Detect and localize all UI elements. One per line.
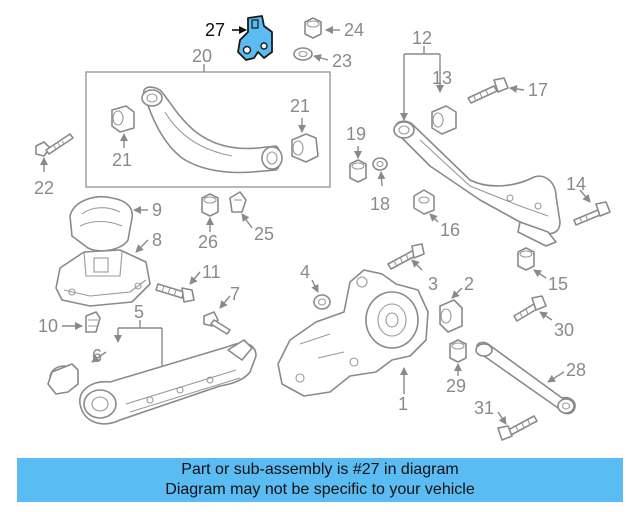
callout-25[interactable]: 25	[254, 224, 274, 244]
callout-30[interactable]: 30	[554, 320, 574, 340]
part-30-bolt[interactable]	[513, 295, 547, 322]
callout-24[interactable]: 24	[344, 20, 364, 40]
callout-2[interactable]: 2	[464, 274, 474, 294]
part-21-bushing-right[interactable]	[291, 133, 319, 163]
banner-line-2: Diagram may not be specific to your vehi…	[165, 481, 475, 498]
part-25-clip[interactable]	[229, 191, 247, 213]
part-23-washer[interactable]	[293, 47, 313, 61]
part-8-mount[interactable]	[55, 249, 151, 307]
part-4-washer[interactable]	[313, 294, 331, 310]
callout-5[interactable]: 5	[134, 302, 144, 322]
callout-29[interactable]: 29	[446, 376, 466, 396]
part-26-nut[interactable]	[201, 193, 219, 217]
part-2-bushing[interactable]	[439, 299, 463, 333]
part-31-bolt[interactable]	[497, 415, 538, 441]
part-24-nut[interactable]	[304, 17, 322, 39]
part-28-link[interactable]	[475, 341, 576, 415]
callout-26[interactable]: 26	[198, 232, 218, 252]
callout-4[interactable]: 4	[300, 262, 310, 282]
part-13-bushing[interactable]	[431, 105, 457, 135]
callout-13[interactable]: 13	[432, 68, 452, 88]
part-9-cover[interactable]	[69, 196, 134, 252]
callout-19[interactable]: 19	[346, 124, 366, 144]
part-17-bolt[interactable]	[467, 77, 509, 104]
callout-31[interactable]: 31	[474, 398, 494, 418]
assembly-20-box	[85, 71, 331, 188]
callout-17[interactable]: 17	[528, 80, 548, 100]
part-11-bolt[interactable]	[155, 283, 195, 303]
part-16-bushing[interactable]	[413, 189, 435, 215]
part-20-upper-arm[interactable]	[141, 86, 283, 174]
info-banner: Part or sub-assembly is #27 in diagram D…	[17, 458, 623, 502]
part-18-washer[interactable]	[372, 157, 388, 171]
part-10-bolt[interactable]	[85, 311, 101, 333]
part-3-bolt[interactable]	[387, 243, 425, 270]
callout-14[interactable]: 14	[566, 174, 586, 194]
callout-1[interactable]: 1	[398, 394, 408, 414]
callout-7[interactable]: 7	[230, 284, 240, 304]
callout-8[interactable]: 8	[152, 230, 162, 250]
part-6-bushing[interactable]	[47, 363, 79, 395]
callout-27[interactable]: 27	[205, 20, 225, 40]
callout-9[interactable]: 9	[152, 200, 162, 220]
part-19-nut[interactable]	[349, 159, 367, 183]
callout-15[interactable]: 15	[548, 274, 568, 294]
callout-22[interactable]: 22	[34, 178, 54, 198]
part-14-bolt[interactable]	[573, 201, 611, 226]
part-15-nut[interactable]	[517, 247, 535, 271]
callout-20[interactable]: 20	[192, 46, 212, 66]
part-5-lower-arm[interactable]	[79, 339, 257, 425]
callout-28[interactable]: 28	[566, 360, 586, 380]
callout-12[interactable]: 12	[412, 28, 432, 48]
part-27-bracket[interactable]	[237, 15, 273, 61]
callout-6[interactable]: 6	[92, 346, 102, 366]
callout-3[interactable]: 3	[428, 274, 438, 294]
callout-23[interactable]: 23	[332, 51, 352, 71]
callout-18[interactable]: 18	[370, 194, 390, 214]
callout-21-left[interactable]: 21	[112, 150, 132, 170]
callout-16[interactable]: 16	[440, 220, 460, 240]
part-29-nut[interactable]	[449, 339, 467, 363]
part-7-bolt[interactable]	[203, 311, 231, 335]
part-22-bolt[interactable]	[35, 133, 74, 157]
callout-21-right[interactable]: 21	[290, 96, 310, 116]
callout-10[interactable]: 10	[38, 316, 58, 336]
parts-diagram: 27 24 23 20 21 21 22	[34, 15, 611, 441]
part-12-lower-control-arm[interactable]	[393, 120, 561, 247]
callout-11[interactable]: 11	[202, 262, 221, 282]
banner-line-1: Part or sub-assembly is #27 in diagram	[181, 461, 459, 478]
part-21-bushing-left[interactable]	[111, 105, 135, 133]
part-1-knuckle[interactable]	[277, 269, 429, 397]
